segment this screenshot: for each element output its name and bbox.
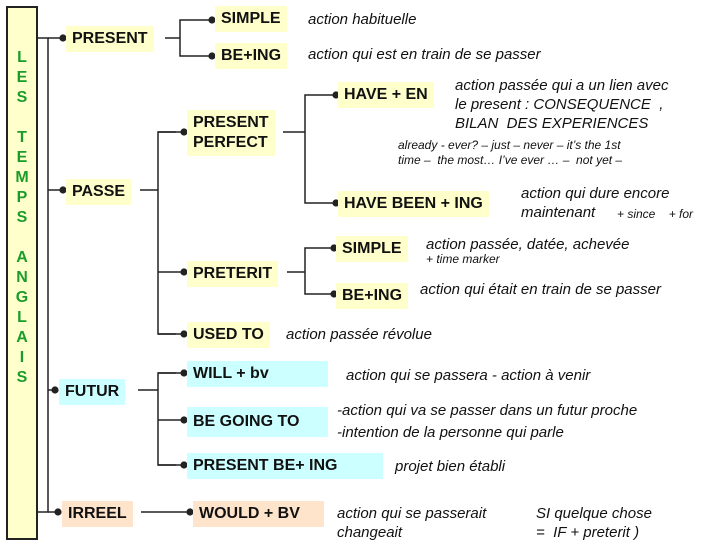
node-present-simple: SIMPLE [215, 6, 287, 32]
note-dure-encore: action qui dure encore maintenant [521, 185, 670, 221]
note-futur-proche: -action qui va se passer dans un futur p… [337, 402, 638, 441]
note-projet: projet bien établi [395, 458, 506, 475]
node-present: PRESENT [66, 26, 154, 52]
note-since-for: + since + for [617, 207, 694, 221]
note-datee: action passée, datée, achevée [426, 236, 630, 253]
node-have-been-ing: HAVE BEEN + ING [338, 191, 489, 217]
connector-root [38, 37, 49, 513]
note-time-marker: + time marker [426, 252, 500, 266]
connector-passe-fork [157, 131, 176, 335]
node-preterit-simple: SIMPLE [336, 236, 408, 262]
node-futur: FUTUR [59, 379, 126, 405]
note-consequence: action passée qui a un lien avec le pres… [455, 77, 669, 132]
side-panel: L E S T E M P S A N G L A I S [6, 6, 38, 540]
side-title: L E S T E M P S A N G L A I S [15, 49, 29, 386]
node-would-bv: WOULD + BV [193, 501, 324, 527]
note-si-quelque: SI quelque chose = IF + preterit ) [536, 505, 652, 541]
node-present-perfect: PRESENT PERFECT [187, 110, 275, 156]
note-en-train: action qui est en train de se passer [308, 46, 541, 63]
note-habituelle: action habituelle [308, 11, 417, 28]
node-have-en: HAVE + EN [338, 82, 434, 108]
node-present-being: BE+ING [215, 43, 288, 69]
note-revolue: action passée révolue [286, 326, 432, 343]
connector-preterit-fork [304, 247, 318, 295]
connector-futur-fork [157, 372, 176, 466]
node-passe: PASSE [66, 179, 132, 205]
connector-present-fork [179, 19, 190, 57]
note-se-passerait: action qui se passerait changeait [337, 505, 487, 541]
node-will-bv: WILL + bv [187, 361, 328, 387]
node-be-going-to: BE GOING TO [187, 407, 328, 437]
note-se-passera: action qui se passera - action à venir [346, 367, 591, 384]
note-etait-en-train: action qui était en train de se passer [420, 281, 661, 298]
node-preterit: PRETERIT [187, 261, 279, 287]
node-irreel: IRREEL [62, 501, 133, 527]
note-markers-perfect: already - ever? – just – never – it’s th… [398, 138, 623, 167]
node-preterit-being: BE+ING [336, 283, 409, 309]
node-used-to: USED TO [187, 322, 270, 348]
node-present-being-futur: PRESENT BE+ ING [187, 453, 383, 479]
connector-perfect-fork [304, 94, 318, 204]
